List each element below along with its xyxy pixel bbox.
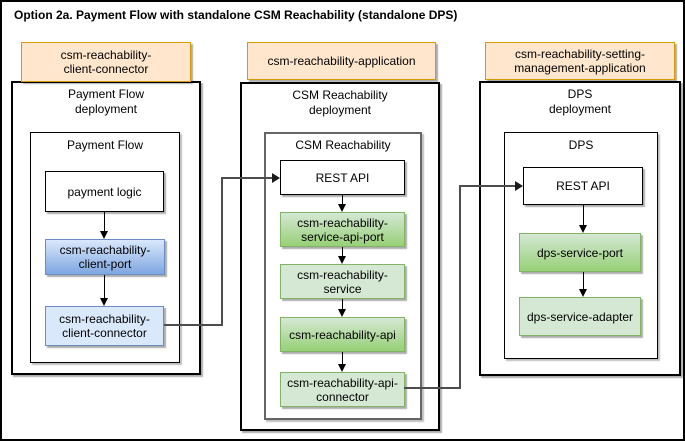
arrow-payment-logic-to-client-port-head: [100, 231, 108, 239]
edge-client-connector-to-csm-rest-api-head: [272, 173, 280, 183]
node-csm-reachability-api-connector: csm-reachability-api- connector: [280, 372, 405, 407]
arrow-payment-logic-to-client-port-line: [104, 212, 105, 233]
node-dps-service-adapter: dps-service-adapter: [519, 297, 641, 336]
arrow-client-port-to-client-connector-head: [100, 298, 108, 306]
dps-deployment-title: DPS deployment: [548, 87, 612, 116]
arrow-api-to-api-connector-head: [338, 364, 346, 372]
arrow-service-api-port-to-service-head: [338, 256, 346, 264]
diagram-title: Option 2a. Payment Flow with standalone …: [14, 8, 458, 22]
arrow-service-port-to-adapter-head: [579, 289, 587, 297]
edge-api-connector-to-dps-rest-api-segment-top: [459, 185, 515, 187]
edge-client-connector-to-csm-rest-api-segment-bottom: [164, 324, 223, 326]
app-label-csm-reachability-setting-management-application: csm-reachability-setting- management-app…: [485, 42, 675, 80]
arrow-service-to-api-line: [342, 299, 343, 310]
arrow-service-to-api-head: [338, 309, 346, 317]
arrow-service-port-to-adapter-line: [583, 272, 584, 290]
node-payment-logic: payment logic: [45, 171, 164, 212]
node-csm-reachability-service: csm-reachability- service: [280, 264, 405, 299]
arrow-client-port-to-client-connector-line: [104, 275, 105, 299]
arrow-csm-rest-api-to-service-api-port-head: [338, 204, 346, 212]
arrow-service-api-port-to-service-line: [342, 247, 343, 257]
node-dps-service-port: dps-service-port: [519, 233, 641, 272]
node-csm-reachability-client-connector: csm-reachability- client-connector: [45, 306, 164, 346]
arrow-dps-rest-api-to-service-port-head: [579, 225, 587, 233]
dps-container-title: DPS: [568, 138, 594, 152]
payment-flow-deployment-title: Payment Flow deployment: [67, 87, 145, 116]
node-csm-reachability-client-port: csm-reachability- client-port: [45, 239, 165, 275]
csm-reachability-deployment-title: CSM Reachability deployment: [292, 88, 388, 117]
csm-reachability-container-title: CSM Reachability: [295, 138, 391, 152]
arrow-api-to-api-connector-line: [342, 352, 343, 365]
node-dps-rest-api: REST API: [523, 167, 643, 205]
node-csm-reachability-api: csm-reachability-api: [280, 317, 405, 352]
payment-flow-container-title: Payment Flow: [66, 138, 144, 152]
node-csm-reachability-service-api-port: csm-reachability- service-api-port: [280, 212, 405, 247]
edge-client-connector-to-csm-rest-api-segment-top: [221, 177, 273, 179]
app-label-csm-reachability-application: csm-reachability-application: [247, 42, 436, 80]
edge-api-connector-to-dps-rest-api-segment-bottom: [404, 387, 461, 389]
edge-api-connector-to-dps-rest-api-head: [515, 181, 523, 191]
arrow-csm-rest-api-to-service-api-port-line: [342, 195, 343, 205]
node-csm-rest-api: REST API: [280, 160, 405, 195]
edge-api-connector-to-dps-rest-api-segment-vertical: [459, 185, 461, 389]
edge-client-connector-to-csm-rest-api-segment-vertical: [221, 177, 223, 326]
arrow-dps-rest-api-to-service-port-line: [583, 205, 584, 226]
app-label-csm-reachability-client-connector: csm-reachability- client-connector: [21, 42, 191, 82]
